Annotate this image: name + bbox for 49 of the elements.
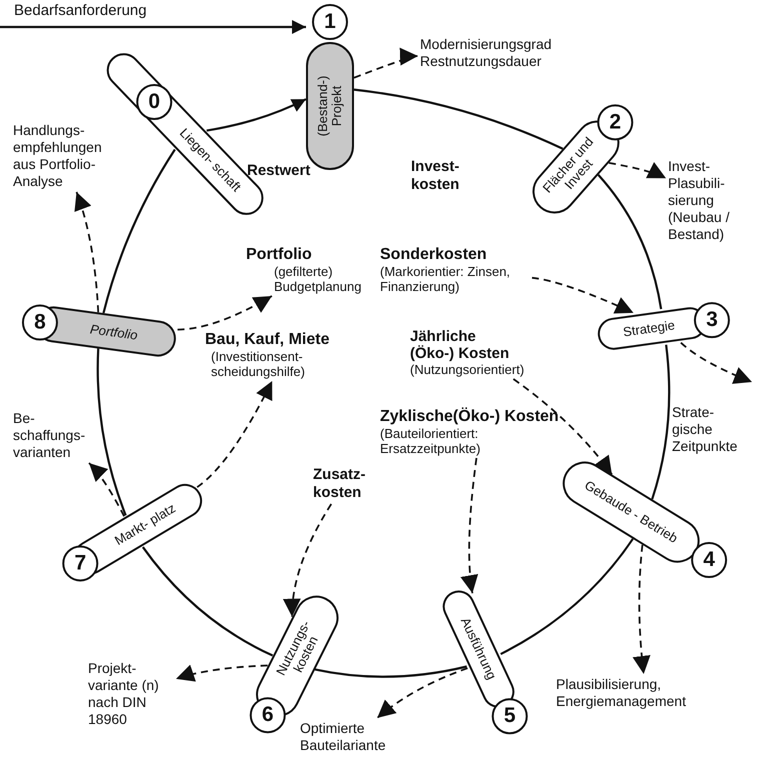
step-number: 8 <box>22 304 58 341</box>
arrow <box>196 380 273 488</box>
connector-line <box>142 546 274 657</box>
annotation-text: Strate- gische Zeitpunkte <box>672 404 738 455</box>
arrow <box>608 162 666 179</box>
arrow <box>88 462 125 517</box>
arrow <box>354 49 418 79</box>
cost-heading: Zyklische(Öko-) Kosten <box>380 408 560 426</box>
annotation-text: Invest- Plasubili- sierung (Neubau / Bestand) <box>668 158 752 243</box>
arrow <box>376 667 468 719</box>
arrow <box>283 504 332 617</box>
step-number: 6 <box>249 697 286 734</box>
annotation-text: Plausibilisierung, Energiemanagement <box>556 676 736 710</box>
annotation-text: Projekt- variante (n) nach DIN 18960 <box>88 660 174 728</box>
connector-line <box>598 174 662 310</box>
annotation-text: Be- schaffungs- varianten <box>13 410 108 461</box>
annotation-text: (Nutzungsorientiert) <box>410 362 526 377</box>
annotation-text: (Markorientier: Zinsen, Finanzierung) <box>380 264 512 294</box>
cost-heading: Jährliche (Öko-) Kosten <box>410 328 510 362</box>
arrow <box>74 192 100 312</box>
arrow <box>680 342 752 384</box>
cost-label: Invest- kosten <box>411 158 460 194</box>
cost-heading: Zusatz- kosten <box>313 466 375 502</box>
arrow <box>512 378 613 475</box>
arrow <box>632 544 651 674</box>
arrow <box>176 664 268 682</box>
arrow <box>532 276 634 314</box>
connector-line <box>96 348 127 516</box>
annotation-text: (Bauteilorientiert: Ersatzzeitpunkte) <box>380 426 482 456</box>
connector-line <box>102 148 176 314</box>
arrow <box>0 20 306 34</box>
step-number: 4 <box>690 542 727 578</box>
step-number: 3 <box>694 302 730 338</box>
edge-label: Bedarfsanforderung <box>14 2 147 20</box>
connector-line <box>314 665 468 678</box>
connector-line <box>651 344 670 500</box>
step-number: 1 <box>312 4 348 40</box>
annotation-text: Modernisierungsgrad Restnutzungsdauer <box>420 36 570 70</box>
connector-line <box>354 88 564 150</box>
step-number: 2 <box>597 104 634 141</box>
step-number: 7 <box>62 545 98 582</box>
arrow <box>460 458 479 594</box>
arrow <box>206 98 306 132</box>
cost-heading: Sonderkosten <box>380 246 488 264</box>
connector-line <box>500 538 634 656</box>
annotation-text: (Investitionsent- scheidungshilfe) <box>210 349 306 379</box>
arrow <box>178 295 272 331</box>
cost-heading: Bau, Kauf, Miete <box>205 331 330 349</box>
step-number: 5 <box>492 698 528 734</box>
